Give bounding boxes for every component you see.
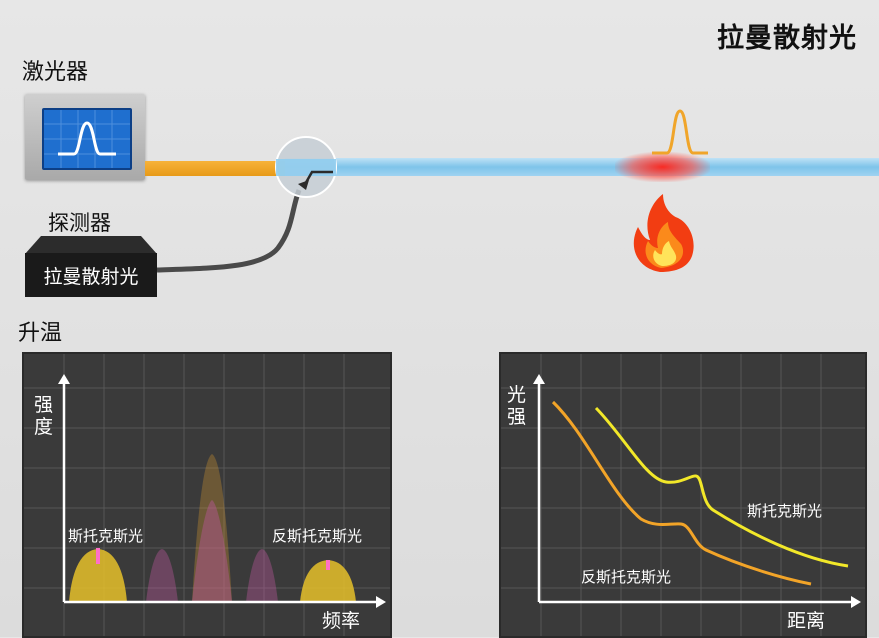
distance-chart: 光强 距离 斯托克斯光 反斯托克斯光 [499, 352, 867, 638]
distance-y-label: 光强 [507, 384, 527, 428]
pulse-marker-icon [652, 109, 708, 155]
sensing-fiber [285, 158, 879, 176]
distance-x-label: 距离 [787, 610, 826, 632]
detector-label: 探测器 [48, 211, 111, 235]
laser-fiber-segment [145, 161, 285, 176]
anti-stokes-curve [551, 400, 812, 586]
anti-stokes-curve-label: 反斯托克斯光 [581, 568, 672, 586]
rayleigh-peak-heated [192, 454, 232, 602]
anti-stokes-peak-label: 反斯托克斯光 [272, 527, 363, 545]
heated-fiber-section [615, 152, 710, 182]
stokes-peak [69, 549, 127, 602]
spectrum-chart: 强度 频率 斯托克斯光 反斯托克斯光 [22, 352, 392, 638]
rayleigh-peak [192, 500, 232, 602]
anti-stokes-peak [300, 560, 356, 602]
laser-pulse-icon [44, 110, 130, 168]
spectrum-y-label: 强度 [34, 394, 54, 438]
diagram-title: 拉曼散射光 [717, 23, 857, 54]
detector-box-text: 拉曼散射光 [43, 265, 139, 288]
faint-peak-right [246, 549, 278, 602]
spectrum-x-label: 频率 [322, 610, 361, 632]
stokes-peak-label: 斯托克斯光 [68, 527, 144, 545]
faint-peak-left [146, 549, 178, 602]
heating-label: 升温 [18, 321, 63, 346]
stokes-curve-label: 斯托克斯光 [747, 502, 823, 520]
distance-grid [501, 354, 865, 636]
laser-screen [42, 108, 132, 170]
fiber-routing-overlay [156, 109, 708, 273]
return-cable [156, 189, 302, 273]
detector-device: 拉曼散射光 [25, 253, 157, 297]
laser-device [25, 94, 145, 180]
detector-top-bevel [25, 236, 157, 254]
flame-icon [633, 194, 694, 272]
laser-label: 激光器 [22, 60, 89, 85]
stokes-curve [594, 406, 849, 568]
